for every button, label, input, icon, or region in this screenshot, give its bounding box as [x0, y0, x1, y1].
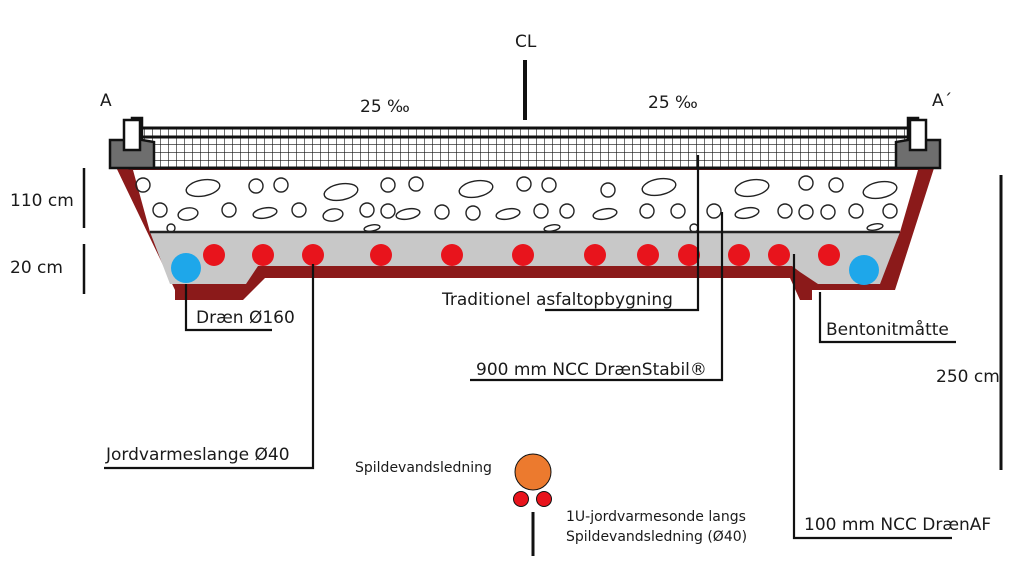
- stone: [465, 205, 481, 221]
- stone: [882, 203, 898, 219]
- stone: [559, 203, 575, 219]
- stone: [798, 175, 814, 191]
- stone: [592, 207, 618, 221]
- stone: [434, 204, 450, 220]
- leader-ground-hose: [104, 264, 315, 470]
- heat-pipe: [768, 244, 790, 266]
- stone: [639, 203, 655, 219]
- asphalt-surface: [128, 126, 920, 170]
- curb-left: [108, 116, 156, 170]
- leader-drainstabil: [470, 212, 724, 382]
- stone: [541, 177, 557, 193]
- stone: [533, 203, 549, 219]
- centerline-label: CL: [515, 32, 537, 52]
- stone-pattern: [135, 175, 898, 233]
- stone: [395, 207, 421, 221]
- drain-label: Dræn Ø160: [196, 308, 295, 328]
- stone: [516, 176, 532, 192]
- stone: [380, 177, 396, 193]
- stone: [221, 202, 237, 218]
- stone: [862, 180, 898, 200]
- stone: [820, 204, 836, 220]
- dim-110-label: 110 cm: [10, 191, 74, 211]
- section-end-label: A´: [932, 91, 952, 111]
- heat-pipe: [678, 244, 700, 266]
- stone: [380, 203, 396, 219]
- leader-bentonite: [818, 292, 956, 344]
- stone: [363, 224, 381, 232]
- heat-pipe: [441, 244, 463, 266]
- stone: [866, 223, 884, 231]
- stone: [166, 223, 176, 233]
- curb-right: [894, 116, 942, 170]
- drainaf-label: 100 mm NCC DrænAF: [804, 515, 991, 535]
- stone: [706, 203, 722, 219]
- stone: [798, 204, 814, 220]
- stone: [734, 178, 770, 198]
- slope-left-label: 25 ‰: [360, 97, 410, 117]
- stone: [670, 203, 686, 219]
- probe-pipe-right: [536, 491, 552, 507]
- stone: [152, 202, 168, 218]
- ground-hose-label: Jordvarmeslange Ø40: [105, 445, 290, 465]
- heat-pipe: [637, 244, 659, 266]
- stone: [848, 203, 864, 219]
- probe-label-line1: 1U-jordvarmesonde langs: [566, 509, 746, 525]
- stone: [641, 177, 677, 197]
- dim-250-label: 250 cm: [936, 367, 1000, 387]
- heat-pipe: [203, 244, 225, 266]
- dim-20-label: 20 cm: [10, 258, 63, 278]
- heat-pipe-row: [203, 244, 840, 266]
- stone: [252, 206, 278, 220]
- stone: [458, 179, 494, 199]
- stone: [777, 203, 793, 219]
- stone: [359, 202, 375, 218]
- heat-pipe: [728, 244, 750, 266]
- heat-pipe: [252, 244, 274, 266]
- section-start-label: A: [100, 91, 112, 111]
- leader-asphalt: [545, 155, 700, 312]
- stone: [135, 177, 151, 193]
- slope-right-label: 25 ‰: [648, 93, 698, 113]
- stone: [600, 182, 616, 198]
- drainstabil-label: 900 mm NCC DrænStabil®: [476, 360, 707, 380]
- sewer-pipe: [514, 453, 552, 491]
- heat-pipe: [584, 244, 606, 266]
- stone: [248, 178, 264, 194]
- drain-pipe-right: [849, 255, 879, 285]
- asphalt-label: Traditionel asfaltopbygning: [441, 290, 673, 310]
- stone: [543, 224, 561, 232]
- probe-label-line2: Spildevandsledning (Ø40): [566, 529, 747, 545]
- stone: [408, 176, 424, 192]
- stone: [323, 182, 359, 202]
- heat-pipe: [370, 244, 392, 266]
- leader-drainaf: [792, 254, 952, 540]
- leader-drain: [184, 284, 272, 332]
- stone: [828, 177, 844, 193]
- stone: [273, 177, 289, 193]
- stone: [495, 207, 521, 221]
- bentonite-label: Bentonitmåtte: [826, 319, 949, 340]
- stone: [185, 178, 221, 198]
- heat-pipe: [818, 244, 840, 266]
- heat-pipe: [302, 244, 324, 266]
- probe-pipe-left: [513, 491, 529, 507]
- stone: [291, 202, 307, 218]
- sewer-label: Spildevandsledning: [355, 460, 492, 476]
- stone: [734, 206, 760, 220]
- heat-pipe: [512, 244, 534, 266]
- stone: [322, 208, 344, 222]
- stone: [177, 207, 199, 221]
- drain-pipe-left: [171, 253, 201, 283]
